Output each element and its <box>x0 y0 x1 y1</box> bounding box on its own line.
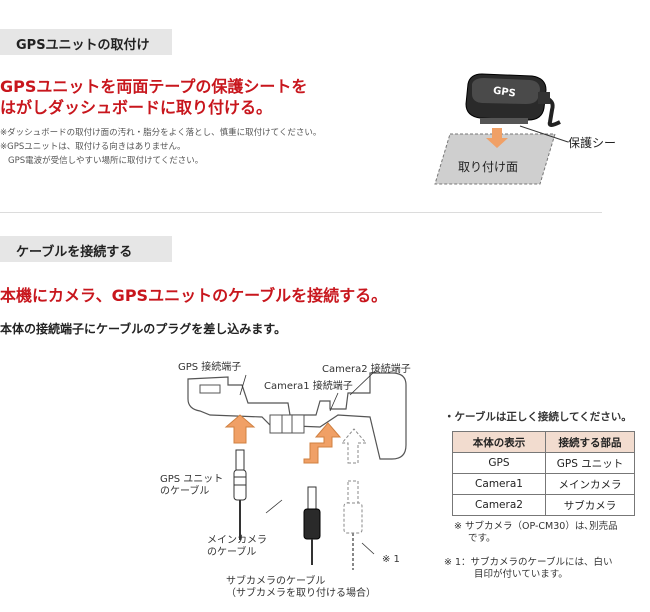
section-title-gps: GPSユニットの取付け <box>16 38 150 53</box>
gps-insert-arrow <box>224 414 256 444</box>
sub-camera-plug <box>343 480 363 570</box>
gps-note-1: ※ダッシュボードの取付け面の汚れ・脂分をよく落とし、慎重に取付けてください。 <box>0 128 322 138</box>
main-camera-cable-label: メインカメラ のケーブル <box>207 535 267 558</box>
table-cell: Camera1 <box>452 473 546 495</box>
svg-text:取り付け面: 取り付け面 <box>458 160 518 174</box>
svg-text:保護シート: 保護シート <box>568 135 620 150</box>
table-note-1: ※ サブカメラ（OP-CM30）は､別売品 です。 <box>454 521 618 544</box>
camera1-port-label: Camera1 接続端子 <box>264 381 353 392</box>
table-header-row: 本体の表示 接続する部品 <box>452 431 635 453</box>
section-header-gps: GPSユニットの取付け <box>0 29 172 55</box>
gps-cable-plug <box>233 449 247 540</box>
down-arrow-icon <box>486 128 508 148</box>
cable-headline: 本機にカメラ、GPSユニットのケーブルを接続する。 <box>0 286 388 305</box>
table-cell: GPS ユニット <box>545 452 635 474</box>
camera2-port-label: Camera2 接続端子 <box>322 364 411 375</box>
camera2-insert-arrow <box>340 428 368 464</box>
table-row: Camera2 サブカメラ <box>452 494 635 516</box>
port-parts-table: 本体の表示 接続する部品 GPS GPS ユニット Camera1 メインカメラ… <box>452 431 635 516</box>
cable-subheading: 本体の接続端子にケーブルのプラグを差し込みます。 <box>0 322 287 336</box>
gps-unit-illustration: GPS 保護シート 取り付け面 <box>434 73 620 185</box>
table-cell: GPS <box>452 452 546 474</box>
mounting-surface <box>434 133 556 185</box>
table-row: GPS GPS ユニット <box>452 452 635 474</box>
section-divider <box>0 212 602 213</box>
gps-port-label: GPS 接続端子 <box>178 362 242 373</box>
mark-1-label: ※ 1 <box>382 554 400 565</box>
table-cell: サブカメラ <box>545 494 635 516</box>
sheet-leader-line <box>519 125 569 143</box>
gps-cable-label: GPS ユニット のケーブル <box>160 474 224 497</box>
table-cell: Camera2 <box>452 494 546 516</box>
gps-unit-icon: GPS <box>465 73 547 124</box>
table-header-cell: 本体の表示 <box>452 431 546 453</box>
gps-note-2: ※GPSユニットは、取付ける向きはありません。 <box>0 142 186 152</box>
sub-camera-cable-label: サブカメラのケーブル （サブカメラを取り付ける場合） <box>226 576 376 599</box>
svg-text:GPS: GPS <box>492 85 516 99</box>
gps-note-3: GPS電波が受信しやすい場所に取付けてください。 <box>8 156 204 166</box>
connection-diagram <box>187 370 407 570</box>
camera1-insert-arrow <box>303 422 342 464</box>
table-header-cell: 接続する部品 <box>545 431 635 453</box>
table-note-2: ※ 1：サブカメラのケーブルには、白い 目印が付いています。 <box>444 557 613 580</box>
table-row: Camera1 メインカメラ <box>452 473 635 495</box>
section-header-cable: ケーブルを接続する <box>0 236 172 262</box>
table-cell: メインカメラ <box>545 473 635 495</box>
main-camera-plug <box>303 486 321 565</box>
section-title-cable: ケーブルを接続する <box>16 245 133 260</box>
table-caption: ・ケーブルは正しく接続してください。 <box>444 411 632 423</box>
gps-headline: GPSユニットを両面テープの保護シートを はがしダッシュボードに取り付ける。 <box>0 77 308 117</box>
